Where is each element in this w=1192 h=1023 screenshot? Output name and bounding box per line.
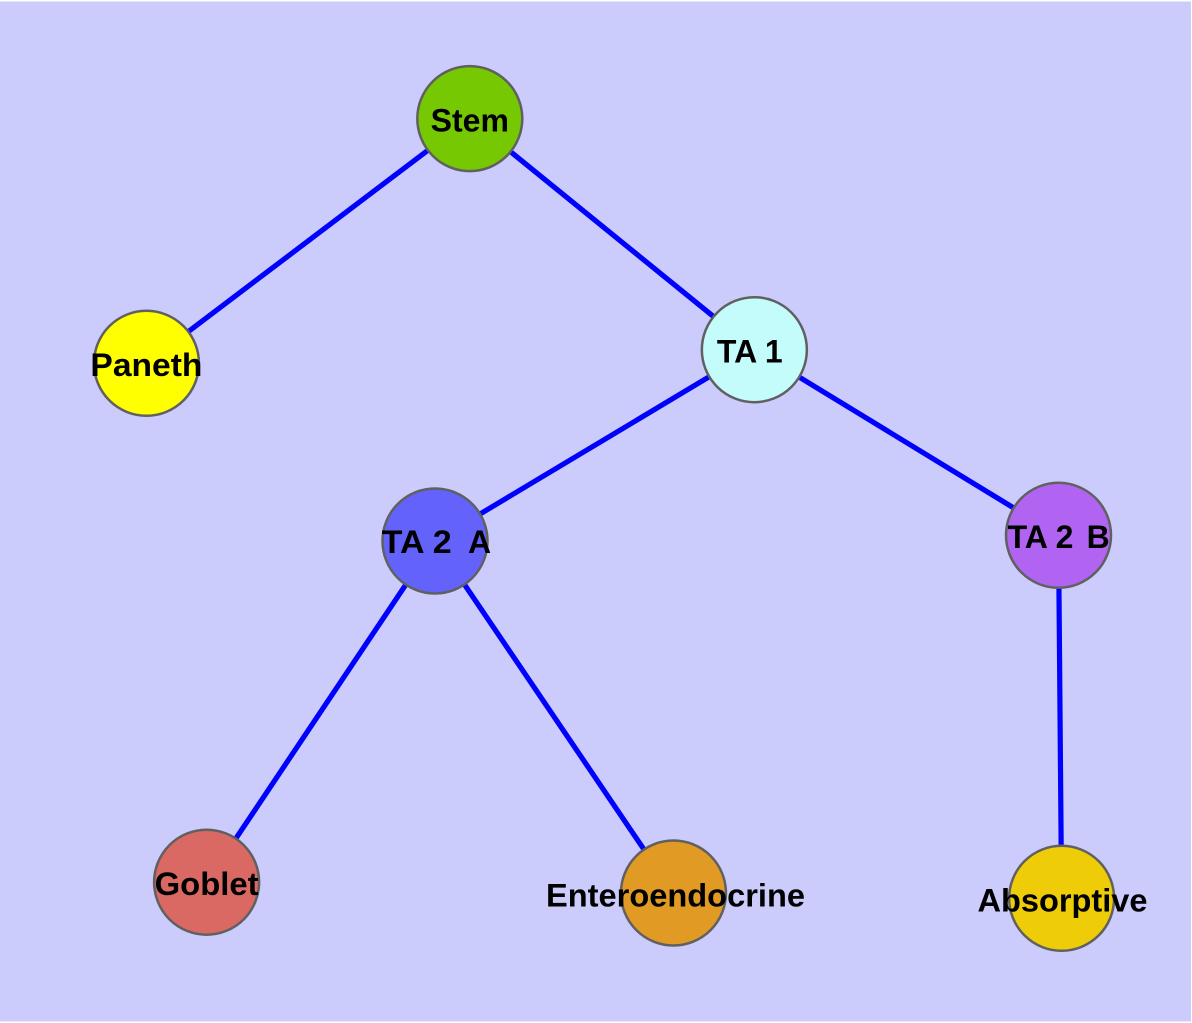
svg-text:B: B: [1087, 519, 1110, 555]
svg-text:Paneth: Paneth: [90, 347, 202, 383]
svg-text:Goblet: Goblet: [155, 866, 259, 902]
svg-text:Stem: Stem: [431, 102, 509, 138]
svg-text:Enteroendocrine: Enteroendocrine: [546, 878, 805, 914]
svg-text:TA 2: TA 2: [1008, 519, 1074, 555]
svg-text:TA 2: TA 2: [382, 524, 452, 560]
svg-text:Absorptive: Absorptive: [978, 883, 1148, 919]
svg-text:A: A: [468, 524, 491, 560]
svg-text:TA 1: TA 1: [717, 334, 783, 370]
